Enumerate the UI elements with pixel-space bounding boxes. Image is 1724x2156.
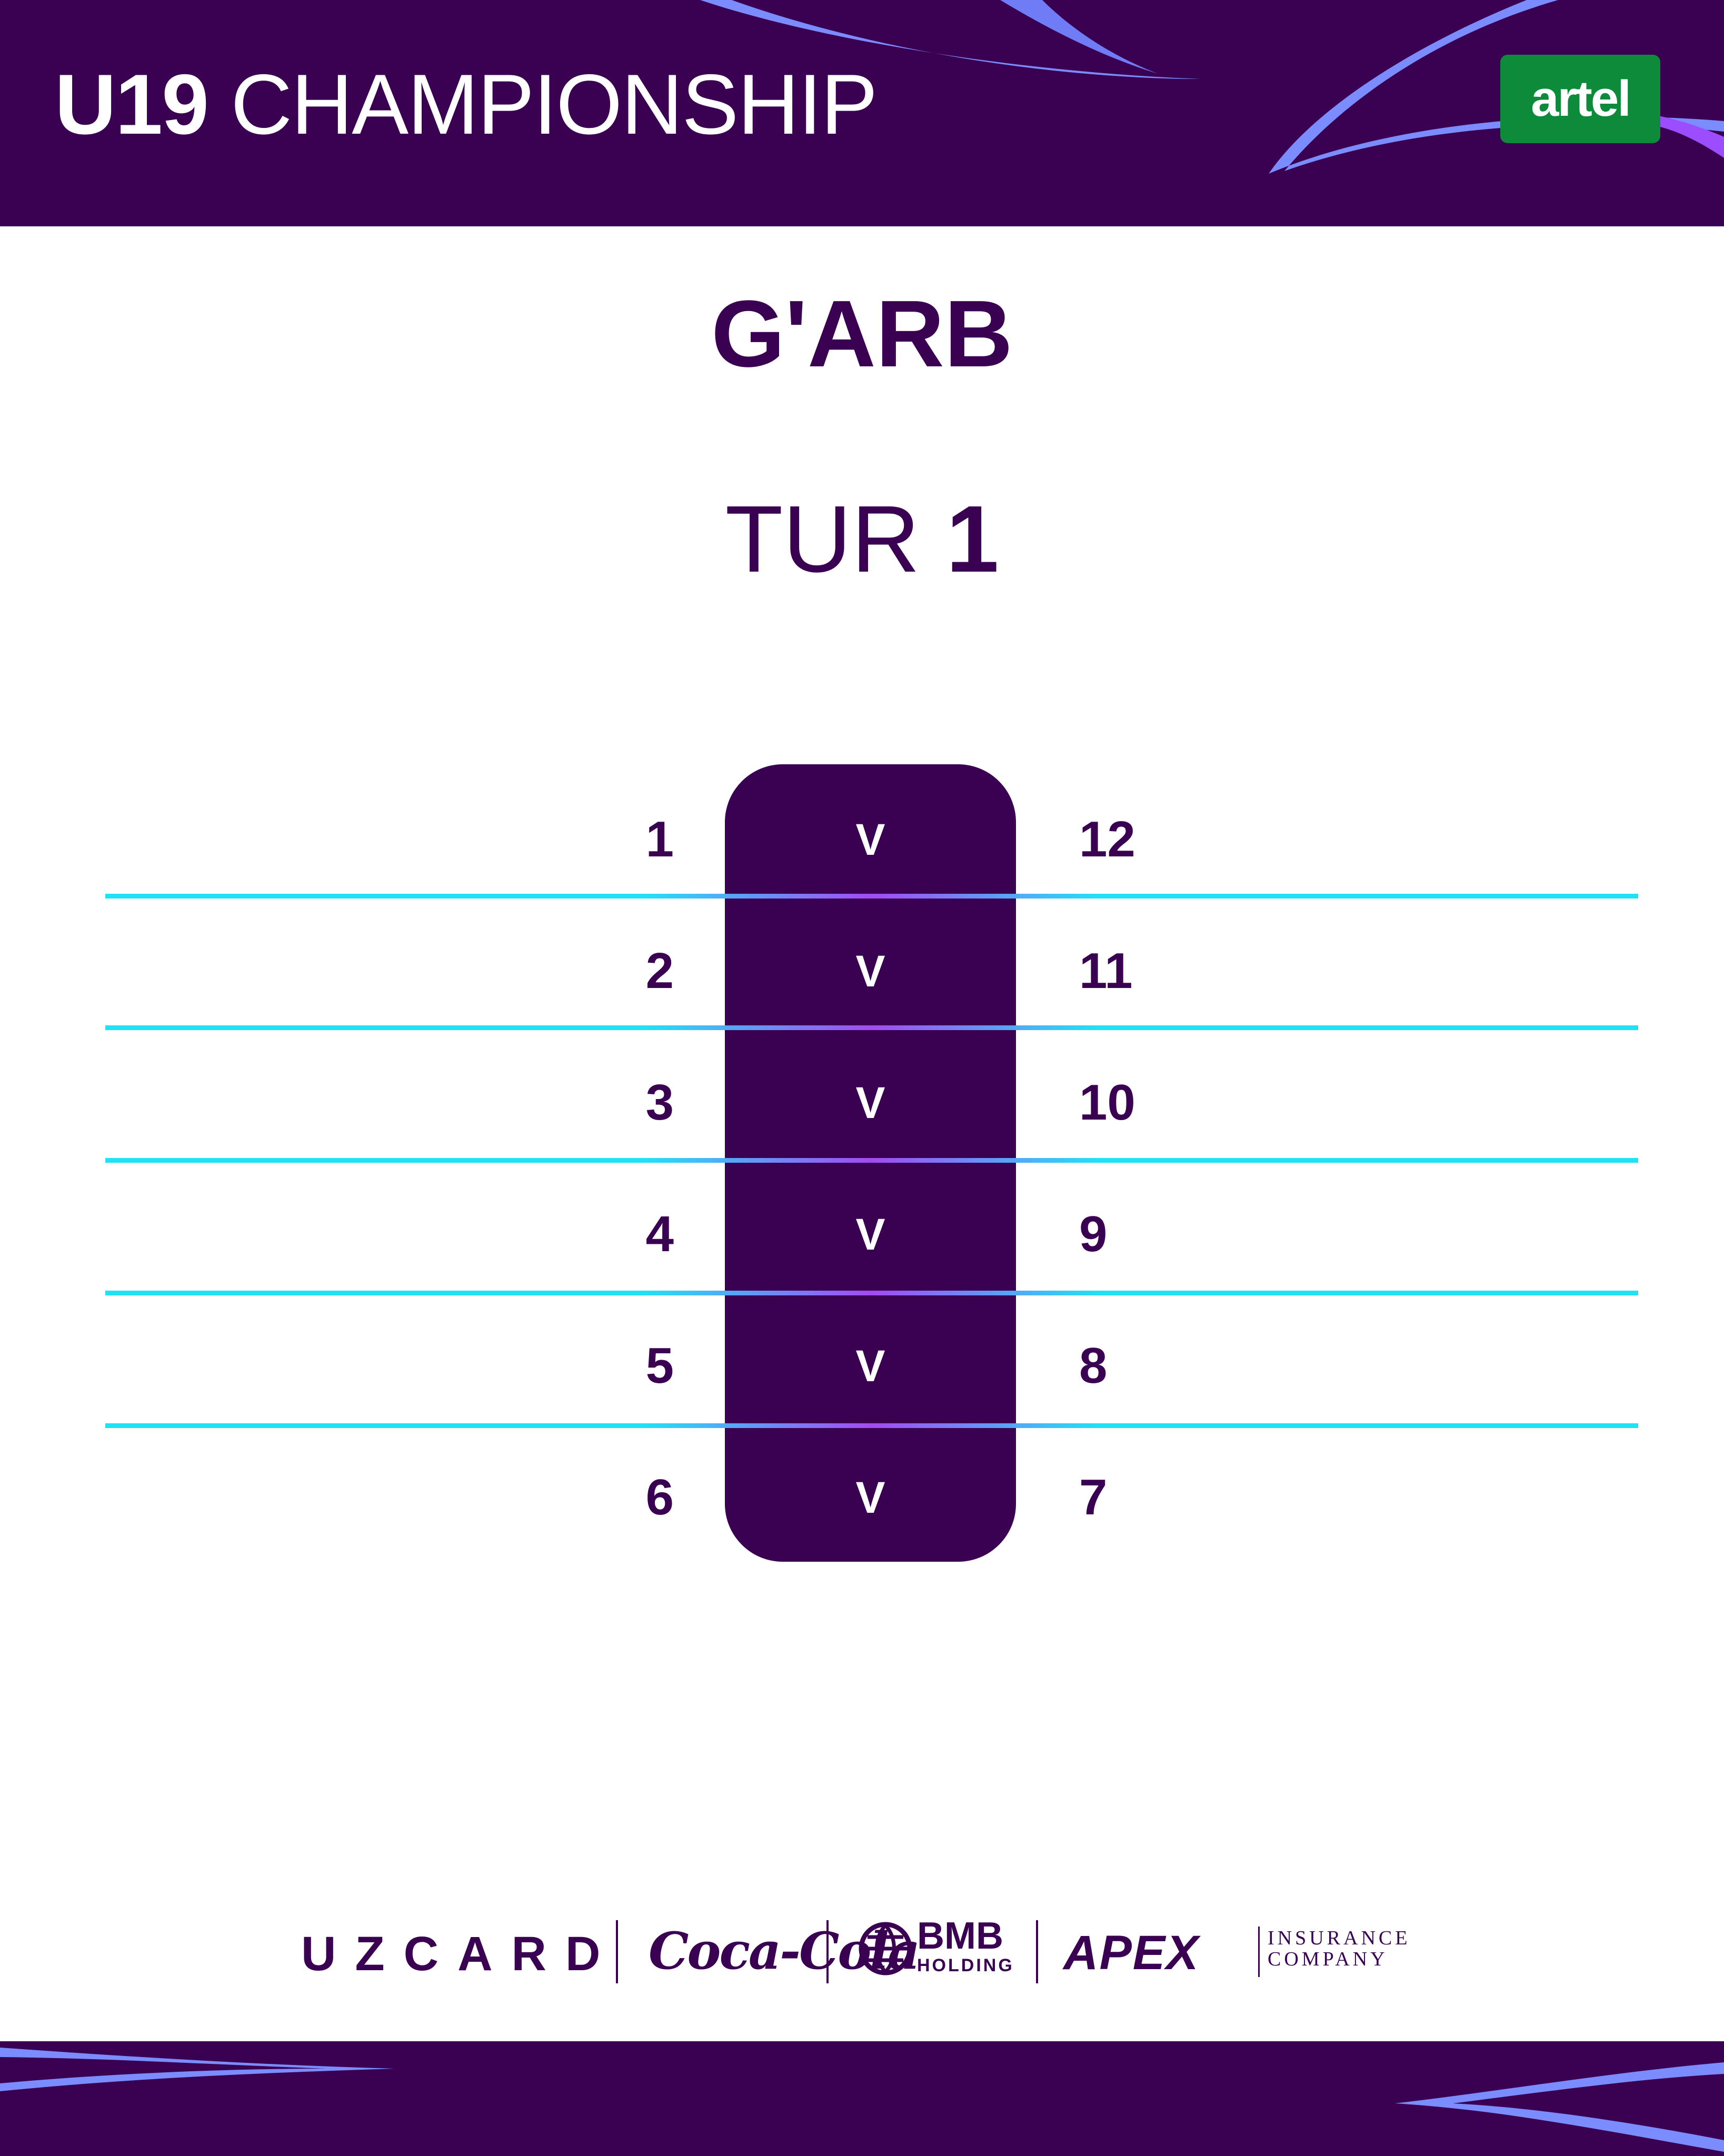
fixture-versus: V <box>855 815 885 864</box>
sponsor-divider <box>1036 1920 1038 1983</box>
row-separator <box>105 1291 1638 1295</box>
round-number: 1 <box>946 486 999 592</box>
apex-logo: APEX <box>1063 1926 1200 1980</box>
row-separator <box>105 1025 1638 1030</box>
fixture-away-team: 12 <box>1079 811 1135 867</box>
fixture-versus: V <box>855 1210 885 1259</box>
fixture-versus: V <box>855 1473 885 1522</box>
sponsor-divider <box>616 1920 618 1983</box>
row-separator <box>105 1158 1638 1163</box>
apex-logo-sub2: COMPANY <box>1268 1948 1388 1970</box>
title-championship: CHAMPIONSHIP <box>231 57 878 152</box>
fixture-away-team: 10 <box>1079 1074 1135 1131</box>
sponsor-divider <box>826 1920 829 1983</box>
fixture-versus: V <box>855 946 885 996</box>
fixture-home-team: 1 <box>645 811 674 867</box>
fixture-home-team: 2 <box>645 943 674 999</box>
fixture-home-team: 6 <box>645 1469 674 1525</box>
fixture-away-team: 7 <box>1079 1469 1108 1525</box>
fixture-home-team: 3 <box>645 1074 674 1131</box>
round-label: TUR <box>725 486 920 592</box>
row-separator <box>105 1423 1638 1428</box>
region-title: G'ARB <box>711 281 1013 387</box>
fixture-away-team: 8 <box>1079 1337 1108 1394</box>
championship-title: U19 CHAMPIONSHIP <box>55 62 878 147</box>
sponsor-strip: UZCARD Coca-Cola BMB HOLDING APEX INSURA… <box>0 1905 1724 1995</box>
fixture-versus: V <box>855 1078 885 1127</box>
round-title: TUR 1 <box>0 487 1724 592</box>
header-banner: U19 CHAMPIONSHIP artel <box>0 0 1724 226</box>
row-separator <box>105 894 1638 899</box>
fixture-home-team: 5 <box>645 1337 674 1394</box>
artel-logo: artel <box>1500 55 1660 143</box>
versus-column <box>725 764 1016 1562</box>
decorative-swoosh-graphic <box>700 0 1724 174</box>
fixture-away-team: 11 <box>1079 943 1133 999</box>
apex-divider <box>1258 1927 1260 1977</box>
decorative-swoosh-graphic <box>0 2048 1724 2152</box>
fixture-away-team: 9 <box>1079 1206 1108 1262</box>
apex-logo-sub1: INSURANCE <box>1268 1927 1411 1949</box>
globe-icon <box>859 1922 912 1975</box>
footer-banner <box>0 2041 1724 2156</box>
bmb-logo-sub: HOLDING <box>917 1955 1014 1975</box>
fixture-home-team: 4 <box>645 1206 674 1262</box>
uzcard-logo: UZCARD <box>301 1927 620 1981</box>
fixture-versus: V <box>855 1341 885 1391</box>
bmb-logo-name: BMB <box>917 1915 1003 1957</box>
title-u19: U19 <box>55 57 209 152</box>
